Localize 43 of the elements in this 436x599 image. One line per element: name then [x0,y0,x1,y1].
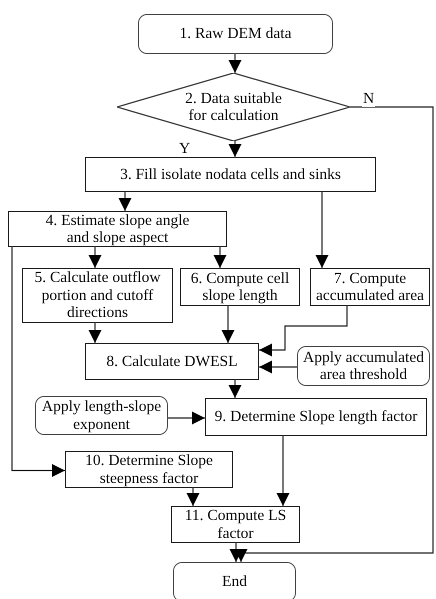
step-text: Apply accumulated area threshold [302,348,425,384]
step-text: 9. Determine Slope length factor [214,408,418,426]
arrow [276,436,290,506]
arrow [118,192,132,211]
arrow [259,360,297,374]
step-text: 4. Estimate slope angle and slope aspect [44,212,190,246]
process-box [22,268,173,323]
terminal-box [173,562,296,599]
arrow [88,247,102,268]
terminal-box [138,14,333,54]
step-text: 11. Compute LS factor [184,507,288,542]
step-text: 8. Calculate DWESL [106,352,238,370]
step-text: 10. Determine Slope steepness factor [84,452,214,487]
process-box [65,451,233,488]
arrow [88,323,102,343]
decision-diamond [117,73,350,141]
arrow [11,247,65,477]
arrow [186,488,200,506]
arrow [316,192,328,268]
arrow [222,306,234,343]
process-box [8,211,227,247]
arrow [259,306,348,356]
arrow [228,141,242,157]
step-text: 3. Fill isolate nodata cells and sinks [120,166,341,184]
step-text: Apply length-slope exponent [40,398,162,433]
step-text: 7. Compute accumulated area [315,270,425,304]
process-box [85,343,259,380]
step-text: 2. Data suitable for calculation [184,90,283,124]
process-box [171,506,300,543]
step-text: End [222,573,247,591]
process-box [180,268,300,306]
step-text: 6. Compute cell slope length [190,270,290,304]
arrow [228,380,242,398]
arrow [214,247,226,268]
process-box [205,398,427,436]
arrow [168,412,205,424]
terminal-box [35,396,168,435]
step-text: 5. Calculate outflow portion and cutoff directions [33,269,162,322]
arrow [228,54,242,73]
process-box [310,268,430,306]
step-text: 1. Raw DEM data [180,25,292,43]
edge-label: N [362,91,376,106]
process-box [85,157,376,192]
